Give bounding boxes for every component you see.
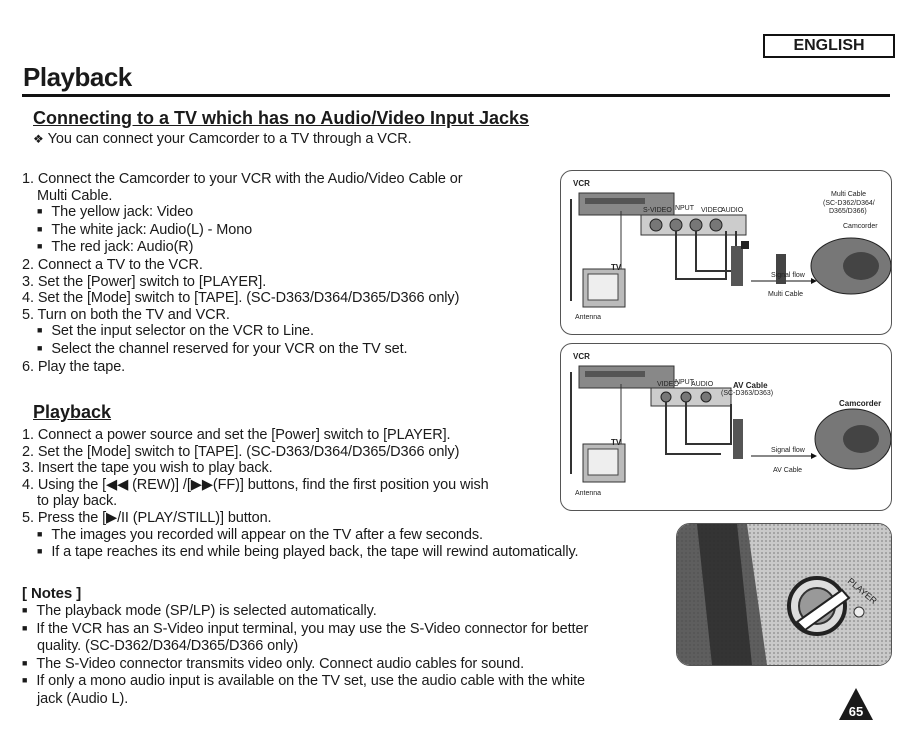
step-5: 5. Press the [▶/II (PLAY/STILL)] button. — [22, 509, 272, 526]
camcorder-label: Camcorder — [839, 399, 882, 408]
cable-models: (SC-D362/D364/ — [823, 200, 875, 207]
title-divider — [22, 94, 890, 97]
input-label: INPUT — [673, 205, 694, 212]
step-4: 4. Set the [Mode] switch to [TAPE]. (SC-… — [22, 290, 460, 307]
notes-list: The playback mode (SP/LP) is selected au… — [22, 603, 588, 709]
diamond-bullet-icon: ❖ — [33, 132, 44, 146]
multi-cable-bottom-label: Multi Cable — [768, 291, 804, 298]
step-5: 5. Turn on both the TV and VCR. — [22, 306, 230, 323]
step-4-cont: to play back. — [37, 493, 118, 510]
step-5-list: The images you recorded will appear on t… — [22, 527, 578, 562]
list-item: If only a mono audio input is available … — [22, 673, 588, 691]
list-item: Select the channel reserved for your VCR… — [37, 341, 462, 359]
step-2: 2. Connect a TV to the VCR. — [22, 256, 203, 273]
section-heading-playback: Playback — [33, 402, 112, 422]
section-heading-connecting: Connecting to a TV which has no Audio/Vi… — [33, 108, 530, 128]
step-3: 3. Insert the tape you wish to play back… — [22, 460, 273, 477]
list-item: The S-Video connector transmits video on… — [22, 656, 588, 674]
step-4: 4. Using the [◀◀ (REW)] /[▶▶(FF)] button… — [22, 476, 489, 493]
list-item: quality. (SC-D362/D364/D365/D366 only) — [37, 638, 299, 655]
language-badge: ENGLISH — [763, 34, 895, 58]
signal-flow-label: Signal flow — [771, 272, 805, 279]
antenna-label: Antenna — [575, 314, 602, 321]
input-label: INPUT — [673, 379, 694, 386]
camcorder-label: Camcorder — [843, 223, 878, 230]
list-item: If a tape reaches its end while being pl… — [37, 544, 578, 562]
list-item: Set the input selector on the VCR to Lin… — [37, 323, 462, 341]
cable-label: Multi Cable — [831, 191, 867, 198]
diagram-drawing — [570, 192, 891, 308]
vcr-label: VCR — [573, 352, 590, 361]
signal-flow-label: Signal flow — [771, 447, 805, 454]
svideo-label: S-VIDEO — [643, 207, 672, 214]
audio-label: AUDIO — [721, 207, 744, 214]
av-cable-bottom-label: AV Cable — [773, 467, 803, 474]
list-item: The white jack: Audio(L) - Mono — [37, 222, 462, 240]
page-number-triangle-icon: 65 — [839, 688, 873, 720]
cable-models: (SC-D363/D363) — [721, 390, 774, 397]
list-item: The red jack: Audio(R) — [37, 239, 462, 257]
jack-list: The yellow jack: Video The white jack: A… — [22, 204, 462, 257]
video-label: VIDEO — [657, 381, 679, 388]
step-3: 3. Set the [Power] switch to [PLAYER]. — [22, 273, 267, 290]
connection-diagram-av-cable: VCR INPUT VIDEO AUDIO TV AV Cable (SC-D3… — [560, 343, 892, 511]
page-title: Playback — [23, 62, 132, 92]
page-number: 65 — [849, 704, 863, 719]
camcorder-closeup-image: PLAYER — [677, 524, 891, 665]
tv-label: TV — [611, 438, 622, 447]
camcorder-photo: PLAYER — [676, 523, 892, 666]
cable-models-2: D365/D366) — [829, 208, 867, 215]
list-item: The images you recorded will appear on t… — [37, 527, 578, 545]
cable-label: AV Cable — [733, 381, 768, 390]
antenna-label: Antenna — [575, 490, 602, 497]
step-6: 6. Play the tape. — [22, 358, 126, 375]
connection-diagram-multi-cable: VCR INPUT S-VIDEO VIDEO AUDIO TV Multi C… — [560, 170, 892, 335]
notes-heading: [ Notes ] — [22, 585, 82, 602]
list-item: jack (Audio L). — [37, 690, 129, 707]
diagram-drawing — [570, 365, 891, 483]
step-1: 1. Connect a power source and set the [P… — [22, 427, 451, 443]
step-1: 1. Connect the Camcorder to your VCR wit… — [22, 171, 463, 187]
section2-steps: 1. Connect a power source and set the [P… — [22, 427, 579, 562]
vcr-label: VCR — [573, 179, 590, 188]
step-5-list: Set the input selector on the VCR to Lin… — [22, 323, 462, 358]
list-item: If the VCR has an S-Video input terminal… — [22, 621, 588, 639]
step-2: 2. Set the [Mode] switch to [TAPE]. (SC-… — [22, 443, 460, 460]
intro-line: ❖You can connect your Camcorder to a TV … — [33, 131, 412, 148]
video-label: VIDEO — [701, 207, 723, 214]
section1-steps: 1. Connect the Camcorder to your VCR wit… — [22, 171, 463, 375]
tv-label: TV — [611, 263, 622, 272]
intro-text: You can connect your Camcorder to a TV t… — [47, 131, 412, 147]
list-item: The playback mode (SP/LP) is selected au… — [22, 603, 588, 621]
list-item: The yellow jack: Video — [37, 204, 462, 222]
step-1-cont: Multi Cable. — [37, 187, 113, 204]
audio-label: AUDIO — [691, 381, 714, 388]
